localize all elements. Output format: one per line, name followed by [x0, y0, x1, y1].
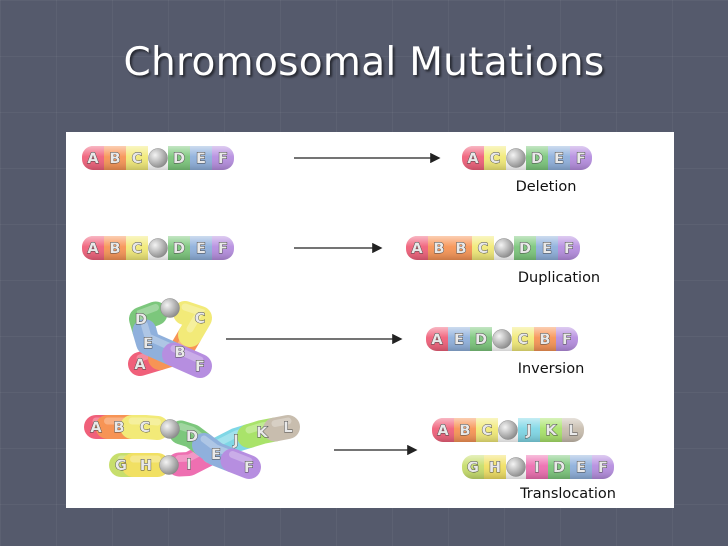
- gene-label: B: [433, 241, 444, 257]
- centromere: [494, 238, 514, 258]
- gene-label: D: [531, 151, 543, 167]
- centromere: [506, 457, 526, 477]
- gene-label: G: [467, 460, 479, 476]
- gene-label: F: [576, 151, 586, 167]
- gene-label: E: [554, 151, 564, 167]
- gene-label: H: [489, 460, 501, 476]
- gene-label: B: [539, 332, 550, 348]
- gene-label: D: [519, 241, 531, 257]
- gene-label: F: [244, 460, 254, 476]
- chromosome-mutation-diagram: Deletion Duplication Inversion Transloca…: [82, 146, 616, 502]
- gene-label: C: [195, 311, 206, 327]
- gene-label: E: [196, 151, 206, 167]
- centromere: [148, 238, 168, 258]
- centromere: [506, 148, 526, 168]
- gene-label: D: [173, 241, 185, 257]
- gene-label: F: [564, 241, 574, 257]
- gene-label: A: [437, 423, 449, 439]
- gene-label: E: [196, 241, 206, 257]
- gene-label: D: [135, 312, 147, 328]
- gene-label: C: [518, 332, 529, 348]
- centromere: [492, 329, 512, 349]
- gene-label: D: [475, 332, 487, 348]
- gene-label: A: [87, 241, 99, 257]
- gene-label: F: [218, 151, 228, 167]
- gene-f: [162, 342, 212, 378]
- gene-label: B: [109, 151, 120, 167]
- gene-label: F: [218, 241, 228, 257]
- gene-c: [173, 301, 212, 347]
- gene-label: F: [562, 332, 572, 348]
- gene-label: H: [140, 458, 152, 474]
- gene-label: E: [576, 460, 586, 476]
- gene-label: L: [283, 420, 292, 436]
- gene-label: A: [90, 420, 102, 436]
- caption-inversion: Inversion: [518, 361, 585, 377]
- gene-label: E: [143, 336, 153, 352]
- gene-l: [263, 415, 300, 442]
- centromere: [160, 298, 180, 318]
- gene-label: J: [525, 423, 531, 439]
- caption-duplication: Duplication: [518, 270, 600, 286]
- gene-label: A: [87, 151, 99, 167]
- gene-c: [120, 415, 170, 440]
- caption-translocation: Translocation: [519, 486, 616, 502]
- centromere: [148, 148, 168, 168]
- gene-label: A: [431, 332, 443, 348]
- gene-label: C: [140, 420, 151, 436]
- gene-label: G: [115, 458, 127, 474]
- gene-label: A: [134, 357, 146, 373]
- gene-label: I: [534, 460, 539, 476]
- gene-label: C: [132, 241, 143, 257]
- inversion-original: A B C DE F: [128, 298, 212, 378]
- caption-deletion: Deletion: [516, 179, 577, 195]
- gene-label: A: [467, 151, 479, 167]
- centromere: [498, 420, 518, 440]
- gene-label: A: [411, 241, 423, 257]
- gene-label: D: [553, 460, 565, 476]
- gene-label: C: [482, 423, 493, 439]
- gene-label: J: [232, 433, 238, 449]
- gene-label: B: [109, 241, 120, 257]
- gene-label: I: [186, 457, 191, 473]
- gene-label: F: [598, 460, 608, 476]
- gene-label: E: [542, 241, 552, 257]
- gene-f: [220, 448, 261, 479]
- gene-label: F: [195, 359, 205, 375]
- diagram-panel: Deletion Duplication Inversion Transloca…: [66, 132, 674, 508]
- gene-label: D: [173, 151, 185, 167]
- gene-label: K: [545, 423, 557, 439]
- centromere: [160, 419, 180, 439]
- gene-label: B: [455, 241, 466, 257]
- gene-label: C: [490, 151, 501, 167]
- gene-label: D: [186, 429, 198, 445]
- gene-label: L: [568, 423, 577, 439]
- gene-label: E: [454, 332, 464, 348]
- slide-title: Chromosomal Mutations: [123, 40, 605, 85]
- gene-label: B: [459, 423, 470, 439]
- gene-label: E: [211, 447, 221, 463]
- gene-label: B: [113, 420, 124, 436]
- gene-label: C: [132, 151, 143, 167]
- gene-label: B: [174, 345, 185, 361]
- gene-label: C: [478, 241, 489, 257]
- gene-label: K: [256, 425, 268, 441]
- centromere: [159, 455, 179, 475]
